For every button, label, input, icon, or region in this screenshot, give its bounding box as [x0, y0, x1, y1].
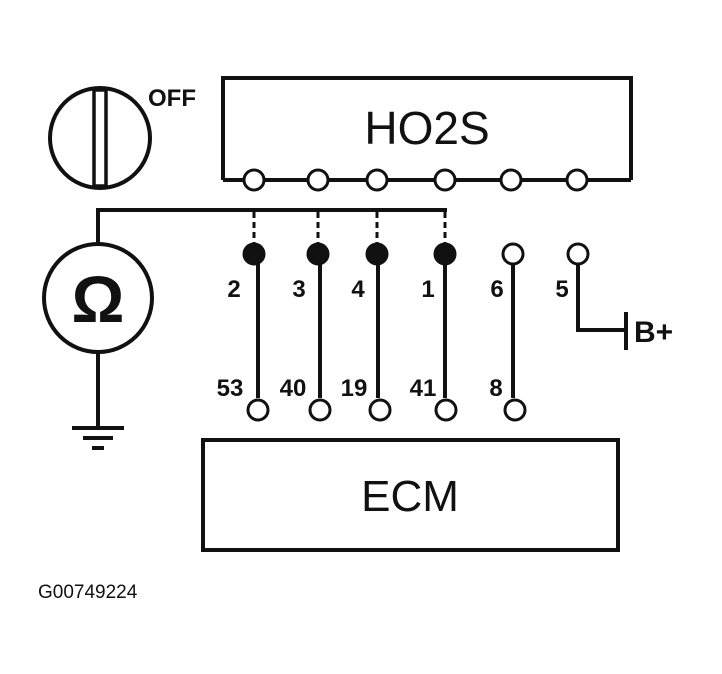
- ohm-symbol: Ω: [72, 262, 125, 336]
- ecm-pin-label: 41: [410, 375, 437, 402]
- sensor-pin-label: 3: [292, 276, 305, 303]
- battery-feed-wire: [576, 262, 628, 350]
- sensor-pin-label: 4: [351, 276, 365, 303]
- switch-off-label: OFF: [148, 85, 196, 112]
- ecm-terminals: [246, 398, 527, 422]
- ho2s-sensor-box: [221, 76, 633, 182]
- ground-symbol-icon: [72, 352, 124, 450]
- ohmmeter-lead-wire: [96, 208, 447, 246]
- harness-sensor-pins: [242, 242, 590, 266]
- ho2s-label: HO2S: [364, 102, 489, 154]
- ecm-pin-label: 19: [341, 375, 368, 402]
- probe-connections: [252, 212, 447, 244]
- harness-wires: [256, 254, 515, 398]
- sensor-pin-label: 5: [555, 276, 568, 303]
- sensor-connector-terminals: [242, 168, 589, 192]
- ecm-pin-label: 40: [280, 375, 307, 402]
- figure-id: G00749224: [38, 582, 138, 603]
- sensor-pin-label: 2: [227, 276, 240, 303]
- sensor-pin-label: 1: [421, 276, 434, 303]
- sensor-pin-label: 6: [490, 276, 503, 303]
- battery-label: B+: [634, 316, 673, 349]
- ecm-label: ECM: [361, 472, 459, 521]
- ecm-pin-label: 8: [489, 375, 502, 402]
- ignition-switch-icon: [48, 86, 152, 190]
- ecm-pin-label: 53: [217, 375, 244, 402]
- ecm-box: [201, 438, 620, 552]
